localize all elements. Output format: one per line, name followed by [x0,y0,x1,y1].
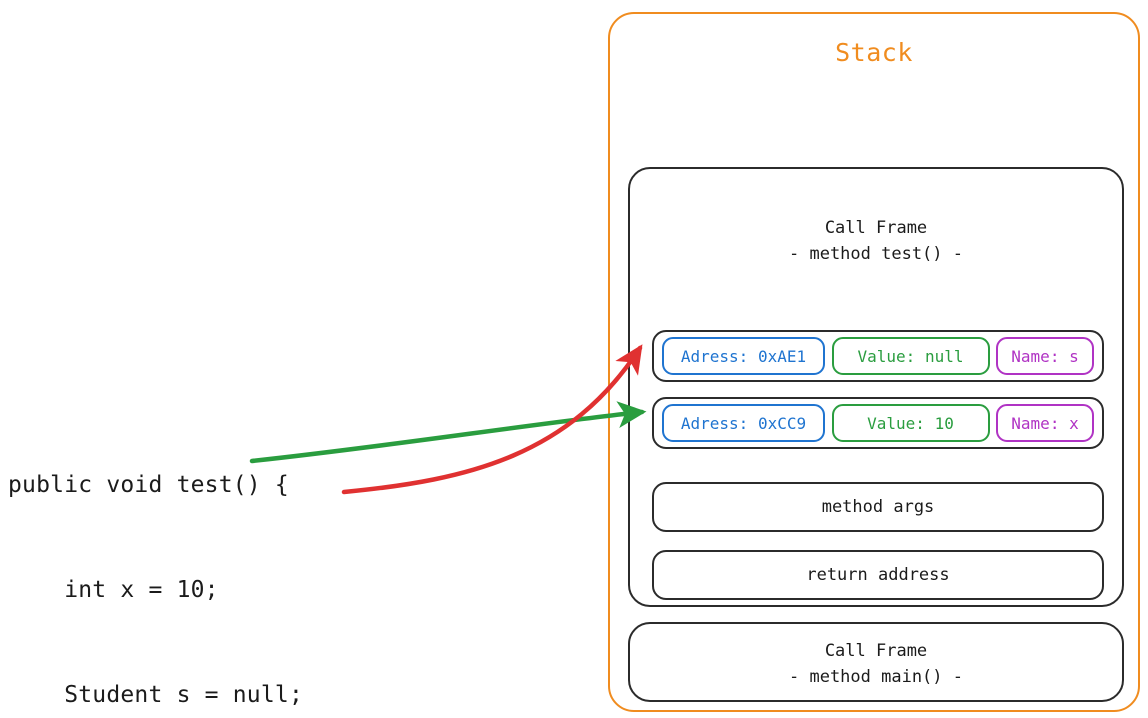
return-address-row: return address [652,550,1104,600]
variable-name-chip-x: Name: x [996,404,1094,442]
variable-name-chip-s: Name: s [996,337,1094,375]
call-frame-test-label: Call Frame - method test() - [789,218,963,264]
stack-title: Stack [835,38,913,67]
variable-value-chip-x: Value: 10 [831,404,990,442]
green-arrow-int-x [249,401,647,464]
call-frame-main-label: Call Frame - method main() - [789,641,963,687]
variable-value-chip-s: Value: null [831,337,990,375]
stack-container: Stack Call Frame - method test() - Adres… [608,12,1140,712]
variable-address-chip-s: Adress: 0xAE1 [662,337,825,375]
code-line-2: int x = 10; [8,577,219,603]
red-arrow-student-s [341,344,643,495]
code-line-1: public void test() { [8,472,289,498]
stack-variable-row-x: Adress: 0xCC9 Value: 10 Name: x [652,397,1104,449]
method-args-row: method args [652,482,1104,532]
call-frame-test: Call Frame - method test() - Adress: 0xA… [628,167,1124,607]
code-line-3: Student s = null; [8,682,303,708]
code-snippet: public void test() { int x = 10; Student… [8,398,303,718]
stack-variable-row-s: Adress: 0xAE1 Value: null Name: s [652,330,1104,382]
variable-address-chip-x: Adress: 0xCC9 [662,404,825,442]
call-frame-main: Call Frame - method main() - [628,622,1124,702]
